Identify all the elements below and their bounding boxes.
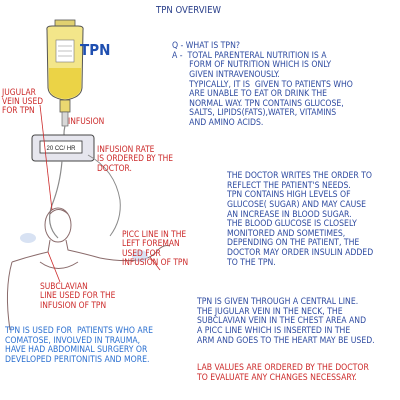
used-for-paragraph: TPN IS USED FOR PATIENTS WHO ARE COMATOS… [5, 326, 153, 365]
patient-figure [6, 207, 171, 331]
iv-bag-icon [46, 19, 84, 127]
infusion-rate-label: INFUSION RATE IS ORDERED BY THE DOCTOR. [97, 144, 174, 173]
infusion-label: INFUSION [68, 116, 105, 126]
qa-section: Q - WHAT IS TPN? A - TOTAL PARENTERAL NU… [172, 41, 353, 128]
page-title: TPN OVERVIEW [156, 5, 221, 16]
bag-label: TPN [80, 41, 111, 59]
subclavian-label: SUBCLAVIAN LINE USED FOR THE INFUSION OF… [40, 281, 116, 310]
central-line-paragraph: TPN IS GIVEN THROUGH A CENTRAL LINE. THE… [197, 297, 375, 346]
doctor-paragraph: THE DOCTOR WRITES THE ORDER TO REFLECT T… [227, 171, 374, 268]
lab-values-paragraph: LAB VALUES ARE ORDERED BY THE DOCTOR TO … [197, 363, 369, 383]
infusion-pump-icon: 20 CC/ HR [31, 134, 95, 162]
picc-line-label: PICC LINE IN THE LEFT FOREMAN USED FOR I… [122, 229, 189, 268]
pump-display: 20 CC/ HR [46, 146, 76, 152]
jugular-label: JUGULAR VEIN USED FOR TPN [2, 87, 44, 116]
